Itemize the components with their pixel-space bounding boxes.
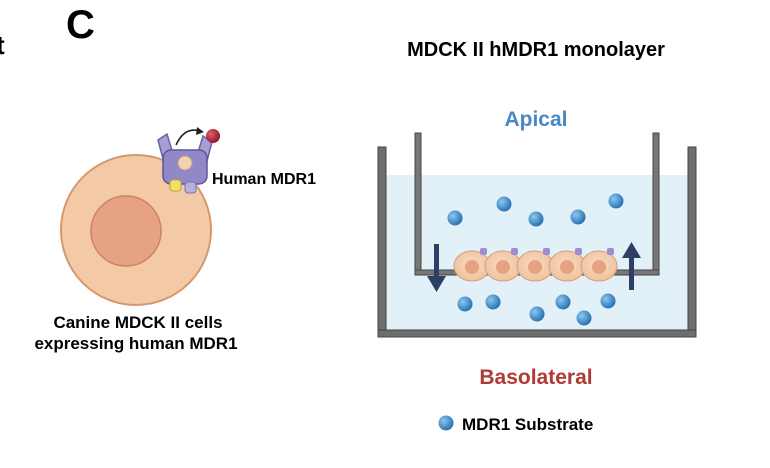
- panel-title: MDCK II hMDR1 monolayer: [407, 39, 665, 61]
- well-left-wall: [377, 146, 387, 337]
- well-bottom: [377, 329, 697, 338]
- cell-monolayer: [453, 248, 618, 282]
- previous-panel-letter-fragment: t: [0, 30, 5, 60]
- legend-substrate-icon: [438, 415, 454, 431]
- apical-to-basolateral-arrow: [427, 244, 446, 292]
- epithelial-cell: [453, 248, 491, 282]
- epithelial-cell: [580, 248, 618, 282]
- basolateral-to-apical-arrow: [622, 242, 641, 290]
- epithelial-cell: [516, 248, 554, 282]
- substrate-dot: [457, 296, 473, 312]
- epithelial-cell: [548, 248, 586, 282]
- legend-substrate-label: MDR1 Substrate: [462, 415, 593, 434]
- legend: MDR1 Substrate: [438, 415, 593, 434]
- apical-substrates: [447, 193, 624, 227]
- transporter-label: Human MDR1: [212, 171, 316, 188]
- substrate-dot: [555, 294, 571, 310]
- substrate-dot: [608, 193, 624, 209]
- cell-nucleus: [90, 195, 162, 267]
- cell-caption-line1: Canine MDCK II cells: [53, 313, 222, 332]
- substrate-dot: [485, 294, 501, 310]
- mdck-cell-illustration: [60, 154, 212, 306]
- substrate-dot: [600, 293, 616, 309]
- cell-caption-line2: expressing human MDR1: [34, 334, 237, 353]
- substrate-dot: [570, 209, 586, 225]
- effluxed-substrate-icon: [206, 129, 220, 143]
- substrate-dot: [576, 310, 592, 326]
- transwell-insert: [377, 132, 697, 338]
- basolateral-substrates: [457, 293, 616, 326]
- apical-label: Apical: [504, 108, 567, 131]
- substrate-dot: [447, 210, 463, 226]
- substrate-dot: [529, 306, 545, 322]
- panel-letter: C: [66, 3, 95, 47]
- substrate-dot: [496, 196, 512, 212]
- basolateral-label: Basolateral: [479, 366, 592, 389]
- insert-left-wall: [414, 132, 422, 274]
- well-right-wall: [687, 146, 697, 337]
- mdr1-transporter-icon: [157, 127, 220, 194]
- substrate-dot: [528, 211, 544, 227]
- insert-right-wall: [652, 132, 660, 274]
